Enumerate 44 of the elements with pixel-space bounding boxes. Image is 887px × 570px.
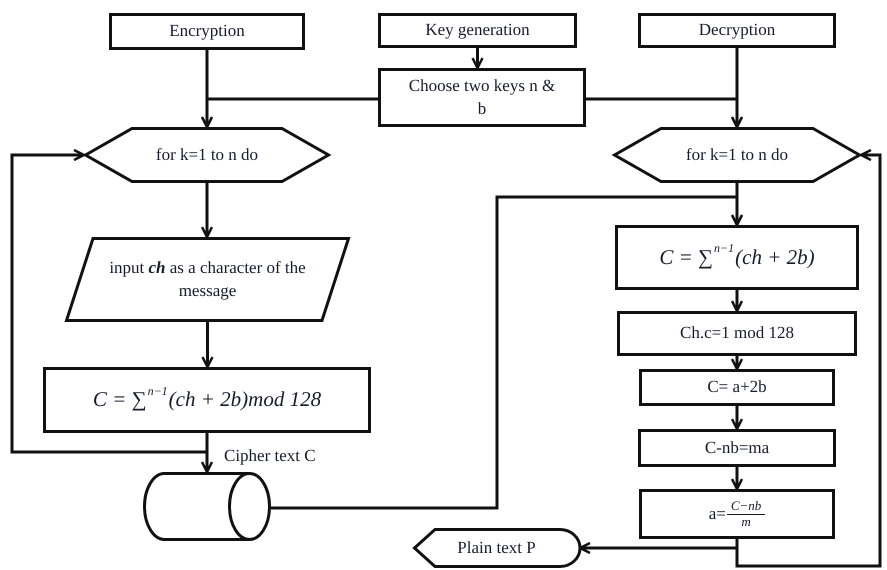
- process-box: [43, 367, 371, 433]
- arrow: [730, 356, 744, 370]
- node-label: Encryption: [168, 20, 246, 42]
- fraction-numerator: C−nb: [726, 499, 766, 514]
- loop-hexagon: [84, 127, 330, 183]
- process-box: [615, 225, 859, 290]
- node-label: Plain text P: [456, 536, 537, 559]
- process-box: [638, 13, 836, 48]
- arrow: [471, 48, 484, 70]
- arrow: [730, 467, 744, 490]
- arrow: [736, 148, 882, 568]
- arrow: [730, 406, 744, 430]
- arrow: [730, 48, 744, 128]
- arrow: [10, 148, 208, 454]
- storage-cylinder: [143, 472, 271, 541]
- process-box: [639, 369, 835, 406]
- node-label: C-nb=ma: [704, 436, 770, 459]
- arrow: [200, 183, 214, 238]
- node-label: for k=1 to n do: [154, 144, 260, 166]
- node-label: Key generation: [424, 19, 531, 42]
- node-label: input ch as a character of the message: [108, 257, 307, 302]
- formula-text: C = ∑$^{n−1}$(ch + 2b): [658, 244, 816, 271]
- node-label: C= a+2b: [706, 376, 768, 398]
- process-box: [378, 68, 586, 127]
- arrow: [200, 98, 378, 128]
- loop-hexagon: [613, 127, 861, 183]
- node-caption: Cipher text C: [224, 446, 316, 466]
- node-label: Ch.c=1 mod 128: [679, 322, 795, 344]
- process-box: [378, 13, 577, 48]
- node-label: Choose two keys n & b: [408, 75, 556, 120]
- node-label: for k=1 to n do: [684, 144, 790, 166]
- formula-text: a=: [708, 504, 726, 524]
- fraction-denominator: m: [740, 514, 752, 529]
- process-box: [638, 429, 836, 467]
- node-label: Decryption: [698, 19, 776, 42]
- arrow: [201, 322, 214, 368]
- arrow: [730, 290, 744, 312]
- input-parallelogram: [65, 237, 350, 322]
- arrow: [730, 183, 744, 226]
- process-box: [109, 13, 305, 50]
- formula-text: C = ∑$^{n−1}$(ch + 2b)mod 128: [92, 386, 322, 414]
- output-display-shape: [413, 528, 580, 568]
- process-box: [617, 311, 857, 356]
- process-box: [639, 489, 835, 539]
